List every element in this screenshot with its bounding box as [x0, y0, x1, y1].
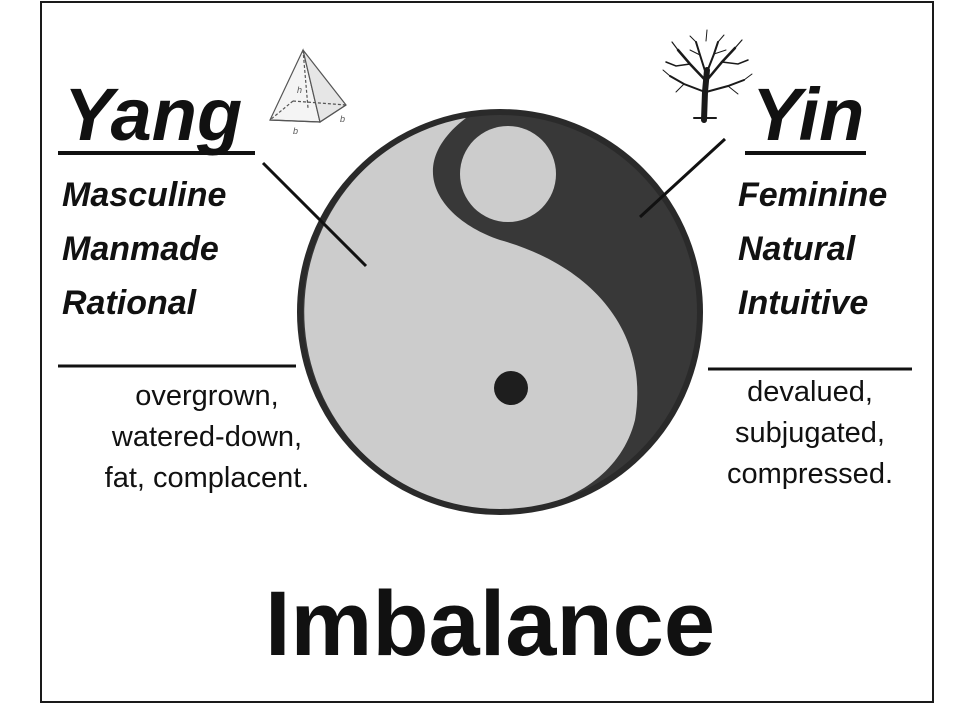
- yang-dot: [460, 126, 556, 222]
- yin-yang-symbol: [297, 109, 703, 515]
- yin-traits: Feminine Natural Intuitive: [738, 168, 887, 330]
- pyramid-height-label: h: [297, 85, 302, 95]
- yang-traits: Masculine Manmade Rational: [62, 168, 226, 330]
- pyramid-icon: h b b: [269, 48, 347, 136]
- pyramid-base-label: b: [293, 126, 298, 136]
- yin-trait-intuitive: Intuitive: [738, 284, 869, 322]
- pyramid-depth-label: b: [340, 114, 345, 124]
- yang-trait-masculine: Masculine: [62, 176, 227, 214]
- yin-note-compressed: compressed.: [726, 458, 893, 490]
- yang-title: Yang: [64, 73, 243, 156]
- yin-trait-natural: Natural: [738, 230, 856, 268]
- yin-title: Yin: [752, 73, 865, 156]
- yang-notes: overgrown, watered-down, fat, complacent…: [62, 376, 352, 499]
- yang-trait-manmade: Manmade: [62, 230, 219, 268]
- yang-note-overgrown: overgrown,: [135, 380, 279, 412]
- yin-yang-outline: [297, 109, 703, 515]
- yang-half: [304, 115, 638, 512]
- yin-trait-feminine: Feminine: [738, 176, 888, 214]
- yang-note-complacent: fat, complacent.: [104, 462, 310, 494]
- tree-icon: [662, 29, 753, 123]
- yang-trait-rational: Rational: [62, 284, 197, 322]
- yang-pointer-line: [261, 161, 368, 268]
- yin-notes: devalued, subjugated, compressed.: [690, 372, 930, 495]
- yin-note-devalued: devalued,: [747, 376, 873, 408]
- yin-dot: [494, 371, 528, 405]
- yin-note-subjugated: subjugated,: [735, 417, 885, 449]
- yang-note-watered-down: watered-down,: [111, 421, 303, 453]
- imbalance-caption: Imbalance: [265, 573, 715, 675]
- yin-pointer-line: [638, 137, 727, 219]
